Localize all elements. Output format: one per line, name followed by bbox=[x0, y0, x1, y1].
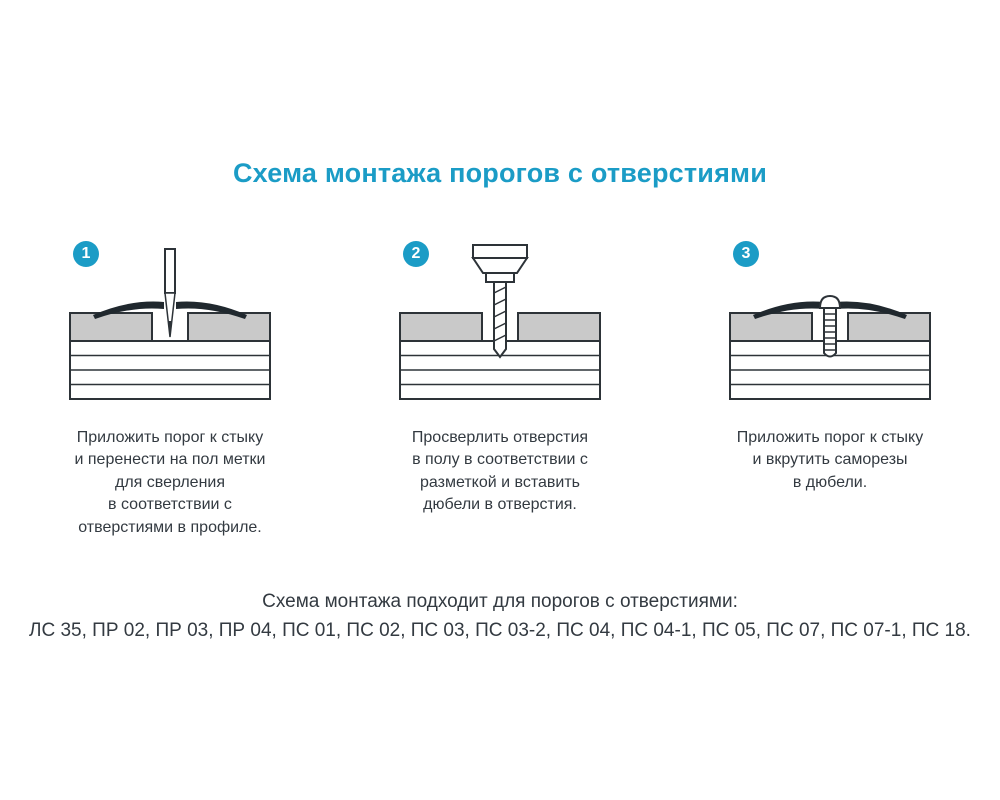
threshold-profile bbox=[753, 301, 907, 319]
awl-marking-illustration bbox=[25, 241, 315, 411]
step-2-caption: Просверлить отверстия в полу в соответст… bbox=[411, 429, 589, 514]
floor-base-layers bbox=[399, 340, 601, 400]
footer-model-list: ЛС 35, ПР 02, ПР 03, ПР 04, ПС 01, ПС 02… bbox=[29, 619, 971, 641]
step-1-caption: Приложить порог к стыку и перенести на п… bbox=[74, 429, 266, 536]
drilling-illustration bbox=[355, 241, 645, 411]
floor-base-layers bbox=[69, 340, 271, 400]
drill-icon bbox=[399, 244, 601, 400]
floor-panels bbox=[399, 312, 601, 342]
screwing-illustration bbox=[685, 241, 975, 411]
step-2-number-badge: 2 bbox=[403, 241, 429, 267]
screw-and-dowel bbox=[818, 294, 842, 358]
footer-note: Схема монтажа подходит для порогов с отв… bbox=[0, 591, 1000, 642]
page-title: Схема монтажа порогов с отверстиями bbox=[232, 158, 768, 188]
screw-in-dowel-icon bbox=[729, 294, 931, 400]
awl-marking-icon bbox=[69, 248, 271, 400]
footer-compatibility-heading: Схема монтажа подходит для порогов с отв… bbox=[262, 590, 738, 612]
step-3-number-badge: 3 bbox=[733, 241, 759, 267]
step-1-number-badge: 1 bbox=[73, 241, 99, 267]
floor-panels bbox=[729, 312, 931, 342]
drill-tool bbox=[471, 244, 529, 359]
step-3-caption: Приложить порог к стыку и вкрутить самор… bbox=[736, 429, 924, 491]
awl-tool bbox=[164, 248, 176, 338]
step-2: 2 bbox=[355, 241, 645, 539]
steps-row: 1 bbox=[25, 241, 975, 539]
installation-scheme-page: Схема монтажа порогов с отверстиями 1 bbox=[0, 158, 1000, 642]
threshold-profile bbox=[93, 301, 247, 319]
step-1: 1 bbox=[25, 241, 315, 539]
step-3: 3 bbox=[685, 241, 975, 539]
